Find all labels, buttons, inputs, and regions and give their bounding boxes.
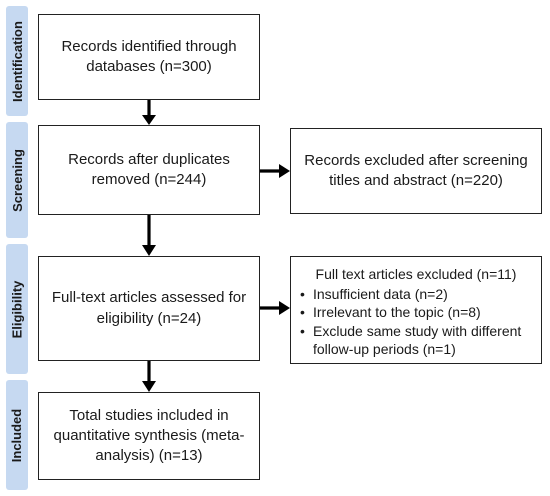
arrowhead-eligibility-to-included (142, 381, 156, 392)
box-studies-included-text: Total studies included in quantitative s… (53, 406, 245, 465)
box-records-identified: Records identified through databases (n=… (38, 14, 260, 100)
box-records-excluded-screening: Records excluded after screening titles … (290, 128, 542, 214)
box-fulltext-assessed-text: Full-text articles assessed for eligibil… (51, 289, 247, 327)
phase-included: Included (6, 380, 28, 490)
bullet-icon: • (300, 304, 305, 321)
box-records-excluded-screening-text: Records excluded after screening titles … (304, 151, 528, 189)
arrowhead-screening-to-excluded (279, 164, 290, 178)
phase-screening: Screening (6, 122, 28, 238)
list-item: • Exclude same study with different foll… (300, 322, 533, 359)
list-item: • Irrelevant to the topic (n=8) (300, 303, 533, 322)
box-records-after-duplicates: Records after duplicates removed (n=244) (38, 125, 260, 215)
arrowhead-screening-to-eligibility (142, 245, 156, 256)
box-records-after-duplicates-text: Records after duplicates removed (n=244) (68, 150, 230, 188)
fulltext-excluded-list: • Insufficient data (n=2) • Irrelevant t… (299, 285, 533, 359)
arrowhead-identified-to-screening (142, 115, 156, 125)
box-fulltext-excluded: Full text articles excluded (n=11) • Ins… (290, 256, 542, 364)
arrowhead-eligibility-to-excluded (279, 301, 290, 315)
bullet-icon: • (300, 322, 305, 339)
list-item: • Insufficient data (n=2) (300, 285, 533, 304)
bullet-icon: • (300, 285, 305, 302)
list-item-text: Irrelevant to the topic (n=8) (313, 304, 481, 321)
list-item-text: Insufficient data (n=2) (313, 285, 448, 302)
list-item-text: Exclude same study with different follow… (313, 322, 522, 358)
phase-identification: Identification (6, 6, 28, 116)
box-fulltext-assessed: Full-text articles assessed for eligibil… (38, 256, 260, 361)
box-records-identified-text: Records identified through databases (n=… (61, 37, 237, 75)
fulltext-excluded-heading: Full text articles excluded (n=11) (315, 266, 517, 282)
phase-eligibility: Eligibility (6, 244, 28, 374)
box-studies-included: Total studies included in quantitative s… (38, 392, 260, 480)
